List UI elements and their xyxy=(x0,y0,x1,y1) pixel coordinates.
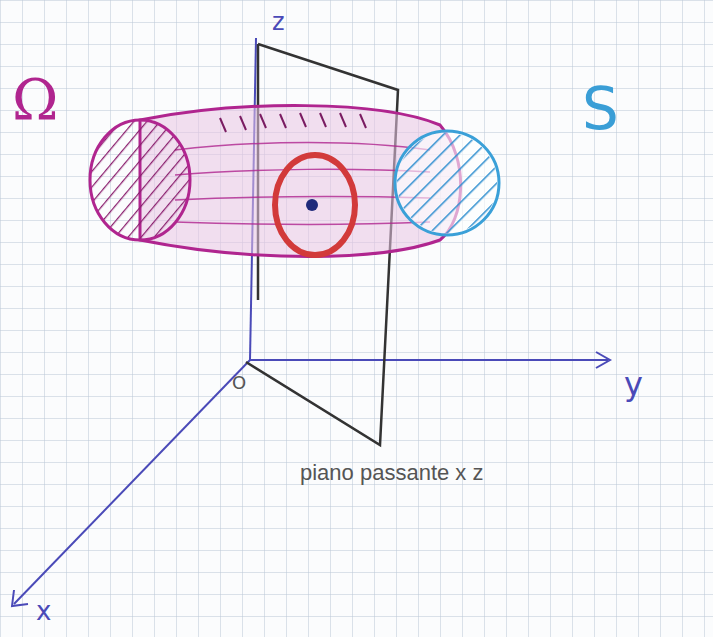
axes xyxy=(12,38,610,606)
section-label: S xyxy=(582,80,619,138)
plane-note: piano passante x z xyxy=(300,462,483,484)
section-s xyxy=(395,131,499,235)
axis-label: x xyxy=(36,598,51,624)
region-label: Ω xyxy=(12,72,58,128)
axis-label: z xyxy=(272,10,285,34)
origin-label: O xyxy=(232,374,246,392)
section-hatch xyxy=(397,133,497,233)
axis-label: y xyxy=(624,368,643,400)
